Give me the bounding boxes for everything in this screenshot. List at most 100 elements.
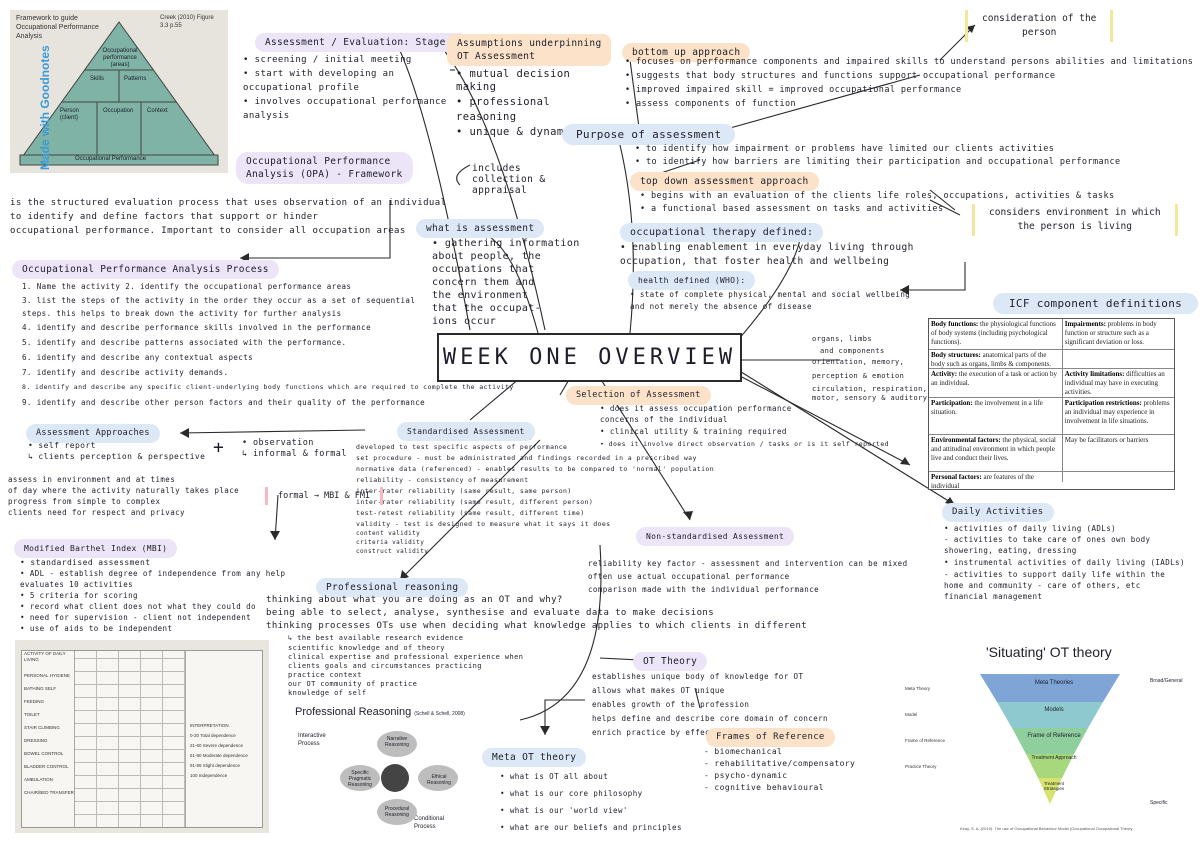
form-row-label: AMBULATION [24,777,53,782]
list-item: • self report [28,441,96,450]
cell-label: Impairments: [1064,320,1106,328]
list-item: about people, the [432,251,542,262]
week-one-overview-title: WEEK ONE OVERVIEW [437,333,742,382]
opa-title-line2: Analysis (OPA) - Framework [246,169,403,180]
text-line: and components [820,347,885,355]
list-item: ↳ clients perception & perspective [28,452,206,461]
list-item: validity - test is designed to measure w… [356,520,611,528]
pyramid-occupation: Occupation [103,108,134,114]
mbi-form-rows: PERSONAL HYGIENE BATHING SELF FEEDING TO… [24,669,74,799]
cell-text: anatomical parts of the body such as org… [931,351,1052,368]
assumptions-title-line2: OT Assessment [457,51,536,62]
list-item: set procedure - must be administrated an… [356,454,697,462]
list-item: • record what client does not what they … [20,602,256,611]
list-item: evaluates 10 activities [20,580,134,589]
pyramid-top: Occupational performance (areas) [102,48,138,68]
list-item: occupation, that foster health and wellb… [620,256,890,267]
list-item: • instrumental activities of daily livin… [944,558,1185,567]
mbi-form-header: ACTIVITY OF DAILY LIVING [24,651,66,662]
text-line: progress from simple to complex [8,497,161,506]
list-item: • ADL - establish degree of independence… [20,569,286,578]
list-item: • clinical utility & training required [600,427,787,436]
funnel-level-treatment-approach: Treatment Approach [1031,755,1077,761]
health-defined-title: health defined (WHO): [628,271,756,290]
list-item: • focuses on performance components and … [625,57,1194,67]
list-item: • what is our 'world view' [500,806,628,815]
top-down-list: • begins with an evaluation of the clien… [640,190,1115,216]
cell-label: Activity limitations: [1064,370,1125,378]
form-row-label: BOWEL CONTROL [24,751,64,756]
goodnotes-watermark: Made with Goodnotes [38,45,52,170]
list-item: • observation [242,438,314,448]
list-item: • a functional based assessment on tasks… [640,204,944,214]
funnel-left-label: Model [905,712,918,717]
list-item: and not merely the absence of disease [630,302,812,311]
cell-text: the physical, social and attitudinal env… [931,436,1056,462]
form-row-label: DRESSING [24,738,48,743]
list-item: often use actual occupational performanc… [588,572,790,581]
list-item: developed to test specific aspects of pe… [356,443,568,451]
list-item: • screening / initial meeting [243,55,412,65]
list-item: • state of complete physical, mental and… [630,290,911,299]
list-item: helps define and describe core domain of… [592,714,828,723]
plus-sign: + [213,437,225,458]
list-item: • standardised assessment [20,558,151,567]
list-item: thinking processes OTs use when deciding… [266,621,808,631]
score-label: Independence [198,773,228,778]
list-item: being able to select, analyse, synthesis… [266,608,715,618]
list-item: • to identify how impairment or problems… [635,144,1055,154]
standardised-title: Standardised Assessment [397,422,535,441]
what-is-assessment-title: what is assessment [416,219,545,238]
mbi-form-photo: ACTIVITY OF DAILY LIVING PERSONAL HYGIEN… [15,640,269,833]
assumptions-list: • mutual decision making • professional … [456,68,577,140]
consideration-line2: person [1022,27,1057,38]
text-line: circulation, respiration, [812,385,928,393]
list-item: • what are our beliefs and principles [500,823,682,832]
list-item: • professional [456,96,551,108]
form-row-label: PERSONAL HYGIENE [24,673,70,678]
opa-title: Occupational Performance Analysis (OPA) … [236,152,413,184]
frames-of-reference-title: Frames of Reference [706,728,835,747]
pyramid-shape [19,21,219,166]
list-item: enables growth of the profession [592,700,750,709]
cell-text: difficulties an individual may have in e… [1064,370,1165,396]
list-item: reliability - consistency of measurement [356,476,529,484]
ot-defined-list: • enabling enablement in everyday living… [620,241,914,269]
consideration-line1: consideration of the [982,13,1097,24]
list-item: clients goals and circumstances practici… [288,662,482,670]
approaches-self-report: • self report ↳ clients perception & per… [28,440,205,462]
assessment-eval-title: Assessment / Evaluation: Stage 1 [255,33,468,52]
score-range: 61-90 [190,753,202,758]
list-item: • does it assess occupation performance [600,404,792,413]
selection-list: • does it assess occupation performance … [600,404,889,450]
pr-conditional-label: Conditional Process [414,816,445,830]
cell-label: Participation restrictions: [1064,399,1142,407]
list-item: • activities of daily living (ADLs) [944,524,1117,533]
considers-env-line1: considers environment in which [989,207,1161,218]
text-line: orientation, memory, [812,358,905,366]
consideration-of-person-box: consideration of the person [965,10,1114,42]
situating-citation: Keay, S. A. (2019). The use of Occupatio… [960,826,1133,831]
pyramid-title: Framework to guide Occupational Performa… [16,15,99,40]
funnel-broad-label: Broad/General [1150,678,1183,684]
ot-theory-title: OT Theory [633,652,708,671]
pr-interactive-label: Interactive Process [298,733,326,747]
what-is-assessment-list: • gathering information about people, th… [432,237,580,328]
list-item: 6. identify and describe any contextual … [22,353,254,362]
list-item: - activities to take care of ones own bo… [944,535,1151,544]
icf-side-notes: organs, limbs and components orientation… [812,335,927,403]
daily-activities-list: • activities of daily living (ADLs) - ac… [944,523,1185,602]
assumptions-title-line1: Assumptions underpinning [457,38,602,49]
text-line: clients need for respect and privacy [8,508,185,517]
mbi-form-interpretation: INTERPRETATION 0-20 Total dependence 21-… [190,721,248,781]
list-item: concerns of the individual [600,415,728,424]
pyramid-context: Context [147,108,168,114]
cell-text: the involvement in a life situation. [931,399,1043,416]
list-item: construct validity [356,548,429,555]
list-item: • to identify how barriers are limiting … [635,157,1121,167]
list-item: scientific knowledge and of theory [288,644,445,652]
list-item: enrich practice by effectiveness [592,728,750,737]
form-row-label: BLADDER CONTROL [24,764,69,769]
text-line: assess in environment and at times [8,475,176,484]
pr-figure-title: Professional Reasoning (Schell & Schell,… [295,706,465,718]
